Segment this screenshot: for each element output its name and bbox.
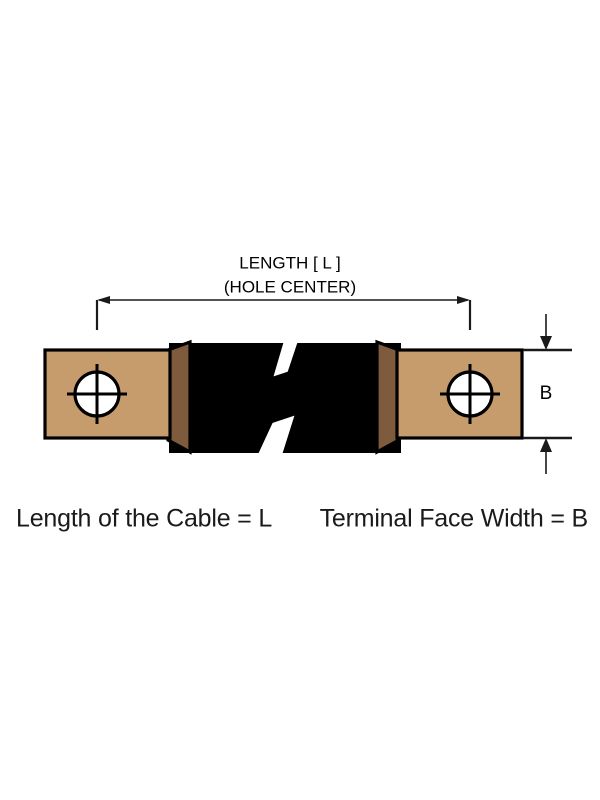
length-arrowhead-left (97, 296, 110, 304)
caption-length-of-cable: Length of the Cable = L (16, 505, 272, 533)
length-dimension-label-line1: LENGTH [ L ] (239, 253, 340, 272)
length-dimension-label-line2: (HOLE CENTER) (224, 277, 356, 296)
caption-terminal-face-width: Terminal Face Width = B (320, 505, 588, 533)
cable-body-right (270, 343, 401, 453)
width-dimension-label: B (540, 383, 553, 404)
width-arrowhead-bottom (540, 438, 552, 452)
length-arrowhead-right (457, 296, 470, 304)
width-arrowhead-top (540, 336, 552, 350)
